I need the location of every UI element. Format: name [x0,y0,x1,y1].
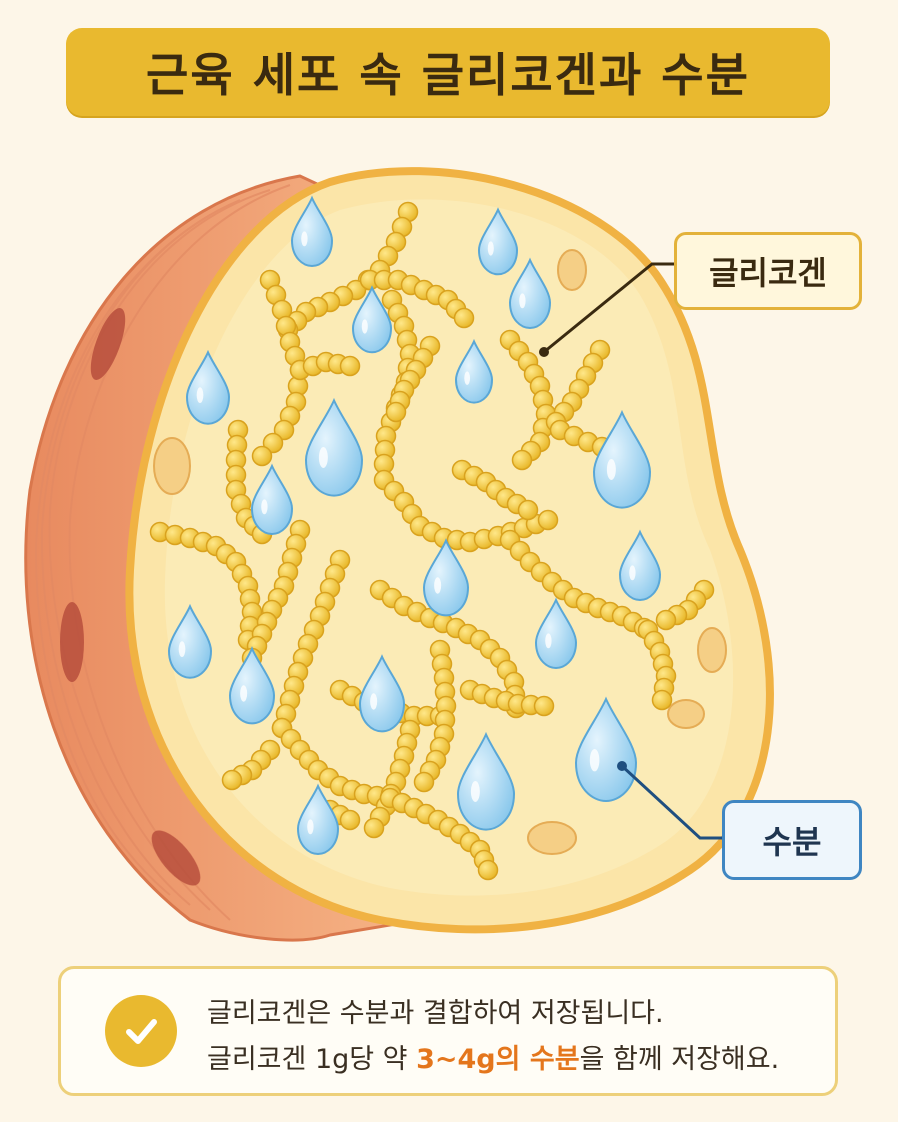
water-droplets [167,195,662,856]
water-drop-highlight [487,241,494,256]
info-line-2: 글리코겐 1g당 약 3~4g의 수분을 함께 저장해요. [207,1037,779,1083]
glycogen-bead [221,769,243,791]
water-drop-highlight [370,693,378,710]
leader-lines [539,262,724,840]
muscle-striations [34,184,291,921]
title-banner: 근육 세포 속 글리코겐과 수분 [66,28,830,116]
water-drop [454,338,494,404]
glycogen-bead [533,695,555,717]
info-text: 글리코겐은 수분과 결합하여 저장됩니다. 글리코겐 1g당 약 3~4g의 수… [207,991,779,1083]
water-drop [351,285,393,354]
water-drop [228,646,276,725]
water-drop-highlight [434,577,442,594]
water-drop-highlight [361,319,368,334]
glycogen-bead [339,355,361,377]
water-drop [304,397,364,497]
water-drop [592,409,652,509]
water-drop [296,783,340,856]
check-circle-icon [105,995,177,1067]
water-drop [574,696,638,803]
glycogen-bead [651,689,673,711]
water-label-text: 수분 [762,823,822,861]
water-drop-highlight [519,293,526,309]
mitochondria [153,249,727,855]
glycogen-label-text: 글리코겐 [709,254,827,292]
glycogen-bead [339,809,361,831]
water-drop-highlight [589,748,600,772]
info-highlight: 3~4g의 수분 [416,1044,580,1075]
water-drop-highlight [470,781,480,802]
water-drop-highlight [545,633,552,649]
water-drop-highlight [464,371,471,385]
glycogen-bead [262,432,284,454]
water-label: 수분 [722,800,862,880]
water-drop [477,207,519,276]
water-drop [534,597,578,670]
water-drop-highlight [196,387,204,403]
info-line-1: 글리코겐은 수분과 결합하여 저장됩니다. [207,998,664,1029]
water-drop [290,195,334,268]
water-drop-highlight [629,565,636,581]
glycogen-granules [149,201,715,881]
glycogen-bead [363,817,385,839]
water-drop-highlight [606,459,616,480]
info-box: 글리코겐은 수분과 결합하여 저장됩니다. 글리코겐 1g당 약 3~4g의 수… [58,966,838,1096]
glycogen-bead [511,449,533,471]
water-drop-highlight [301,231,308,247]
water-drop-highlight [307,819,314,835]
glycogen-bead [385,401,407,423]
water-drop [508,257,552,330]
water-drop [618,529,662,602]
water-drop [422,538,470,617]
glycogen-bead [273,419,295,441]
glycogen-bead [517,499,539,521]
water-drop-highlight [178,641,186,657]
glycogen-bead [413,771,435,793]
nuclei [60,308,201,886]
page-title: 근육 세포 속 글리코겐과 수분 [146,48,750,102]
info-line-2-suffix: 을 함께 저장해요. [579,1044,780,1075]
water-drop [456,731,516,831]
info-line-2-prefix: 글리코겐 1g당 약 [207,1044,417,1075]
glycogen-bead [477,859,499,881]
muscle-cell-illustration [24,167,774,942]
water-drop-highlight [261,499,268,515]
water-drop [358,654,406,733]
glycogen-label: 글리코겐 [674,232,862,310]
glycogen-bead [537,509,559,531]
water-drop-highlight [318,447,328,468]
glycogen-bead [251,445,273,467]
glycogen-bead [655,609,677,631]
water-drop [250,463,294,536]
water-drop [185,349,231,425]
glycogen-bead [453,307,475,329]
water-drop-highlight [240,685,248,702]
water-drop [167,603,213,679]
